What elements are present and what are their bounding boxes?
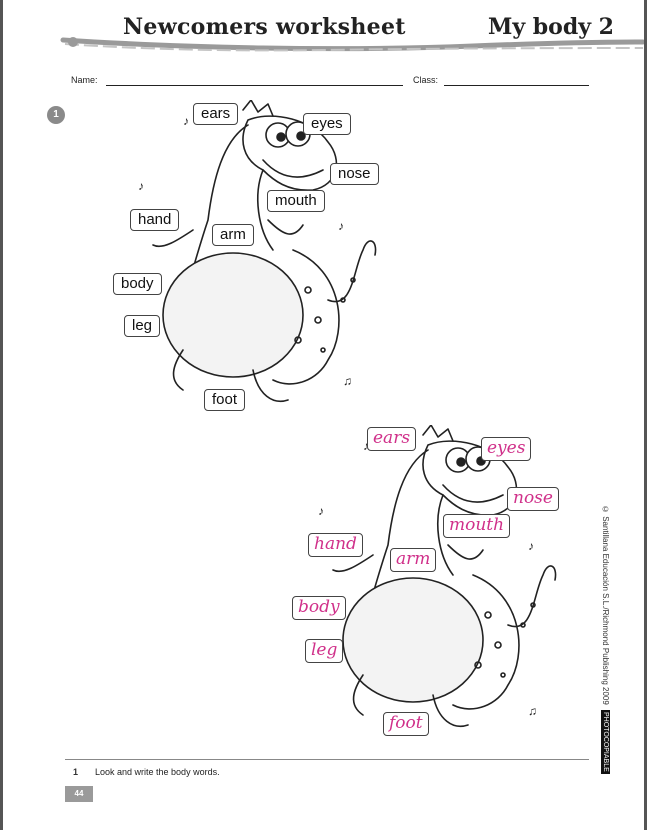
photocopiable-badge: PHOTOCOPIABLE: [601, 710, 610, 774]
answer-box-ears: ears: [367, 427, 417, 451]
exercise-number-badge: 1: [47, 106, 65, 124]
worksheet-title: Newcomers worksheet: [123, 14, 406, 40]
answer-box-mouth: mouth: [443, 514, 511, 538]
answer-box-foot: foot: [383, 712, 429, 736]
word-box-body: body: [113, 273, 162, 295]
class-line[interactable]: [444, 85, 589, 86]
word-box-arm: arm: [212, 224, 254, 246]
header-brush-band: [60, 37, 644, 52]
svg-text:♪: ♪: [528, 539, 534, 553]
class-label: Class:: [413, 75, 439, 85]
copyright-sidebar: © Santillana Educación S.L./Richmond Pub…: [601, 505, 610, 774]
unit-title: My body 2: [488, 14, 614, 40]
word-box-ears: ears: [193, 103, 239, 125]
name-label: Name:: [71, 75, 98, 85]
word-box-nose: nose: [330, 163, 379, 185]
svg-text:♪: ♪: [363, 439, 369, 453]
footer-divider: [65, 759, 589, 760]
word-box-eyes: eyes: [303, 113, 351, 135]
copyright-text: © Santillana Educación S.L./Richmond Pub…: [601, 505, 610, 705]
instruction-number: 1: [73, 767, 79, 777]
answer-box-body: body: [292, 596, 346, 620]
word-box-hand: hand: [130, 209, 180, 231]
svg-text:♪: ♪: [183, 114, 189, 128]
answer-box-hand: hand: [308, 533, 363, 557]
answer-box-arm: arm: [390, 548, 437, 572]
svg-text:♪: ♪: [318, 504, 324, 518]
word-box-foot: foot: [204, 389, 246, 411]
answer-box-nose: nose: [507, 487, 559, 511]
dinosaur-illustration-top: ♪ ♪ ♪ ♫: [138, 100, 377, 402]
page-number: 44: [65, 786, 93, 802]
dinosaur-illustration-bottom: ♪ ♪ ♪ ♫: [318, 425, 557, 727]
answer-box-leg: leg: [305, 639, 344, 663]
instruction-text: Look and write the body words.: [95, 767, 220, 777]
answer-box-eyes: eyes: [481, 437, 532, 461]
name-line[interactable]: [106, 85, 403, 86]
svg-text:♪: ♪: [138, 179, 144, 193]
svg-text:♪: ♪: [338, 219, 344, 233]
svg-text:♫: ♫: [343, 374, 352, 388]
svg-text:♫: ♫: [528, 704, 537, 718]
word-box-mouth: mouth: [267, 190, 325, 212]
word-box-leg: leg: [124, 315, 161, 337]
